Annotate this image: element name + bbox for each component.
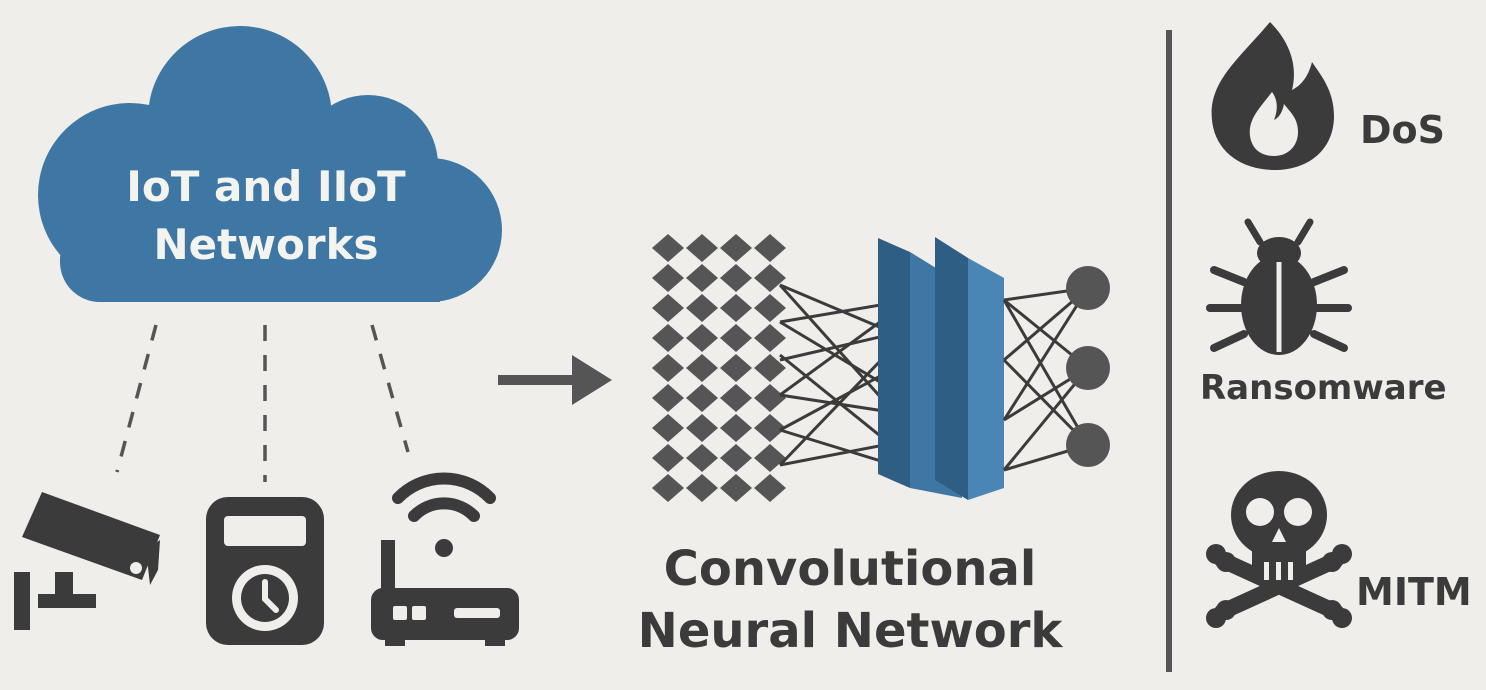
feature-cell — [652, 264, 684, 292]
feature-cell — [652, 234, 684, 262]
conv-layer-2 — [935, 237, 1004, 500]
feature-cell — [754, 324, 786, 352]
threat-label-dos: DoS — [1360, 108, 1446, 152]
wifi-router-icon — [371, 472, 519, 646]
cloud-title-line1: IoT and IIoT — [126, 162, 406, 211]
feature-cell — [686, 324, 718, 352]
input-feature-grid — [652, 234, 786, 502]
feature-cell — [754, 444, 786, 472]
feature-cell — [754, 294, 786, 322]
flow-arrow — [498, 355, 612, 405]
feature-cell — [686, 444, 718, 472]
feature-cell — [720, 354, 752, 382]
output-node — [1066, 266, 1110, 310]
feature-cell — [720, 444, 752, 472]
feature-cell — [652, 474, 684, 502]
bug-icon — [1206, 218, 1352, 355]
cnn-title-line1: Convolutional — [663, 541, 1037, 597]
feature-cell — [686, 354, 718, 382]
feature-cell — [652, 384, 684, 412]
feature-cell — [652, 294, 684, 322]
feature-cell — [720, 414, 752, 442]
feature-cell — [754, 474, 786, 502]
threat-label-ransomware: Ransomware — [1200, 368, 1447, 408]
feature-cell — [652, 354, 684, 382]
feature-cell — [720, 234, 752, 262]
cloud-title-line2: Networks — [153, 220, 379, 269]
feature-cell — [686, 264, 718, 292]
skull-crossbones-icon — [1206, 471, 1352, 628]
cnn-title: Convolutional Neural Network — [610, 538, 1090, 662]
feature-cell — [686, 474, 718, 502]
feature-cell — [720, 474, 752, 502]
feature-cell — [652, 414, 684, 442]
cnn-title-line2: Neural Network — [637, 603, 1063, 659]
flame-icon — [1211, 22, 1334, 170]
output-node — [1066, 346, 1110, 390]
cloud-shape — [38, 26, 502, 302]
feature-cell — [720, 294, 752, 322]
feature-cell — [686, 294, 718, 322]
cloud-title: IoT and IIoT Networks — [60, 158, 472, 274]
feature-cell — [652, 324, 684, 352]
connector-router — [370, 324, 410, 453]
feature-cell — [754, 234, 786, 262]
feature-cell — [720, 264, 752, 292]
feature-cell — [754, 354, 786, 382]
feature-cell — [754, 264, 786, 292]
output-nodes — [1066, 266, 1110, 467]
feature-cell — [686, 384, 718, 412]
feature-cell — [686, 234, 718, 262]
smart-meter-icon — [206, 497, 324, 645]
feature-cell — [754, 414, 786, 442]
section-divider — [1166, 30, 1172, 672]
feature-cell — [720, 384, 752, 412]
feature-cell — [652, 444, 684, 472]
security-camera-icon — [14, 492, 160, 630]
feature-cell — [754, 384, 786, 412]
connector-camera — [115, 324, 158, 473]
feature-cell — [720, 324, 752, 352]
output-node — [1066, 423, 1110, 467]
device-connectors — [115, 324, 410, 482]
threat-label-mitm: MITM — [1356, 570, 1472, 614]
feature-cell — [686, 414, 718, 442]
